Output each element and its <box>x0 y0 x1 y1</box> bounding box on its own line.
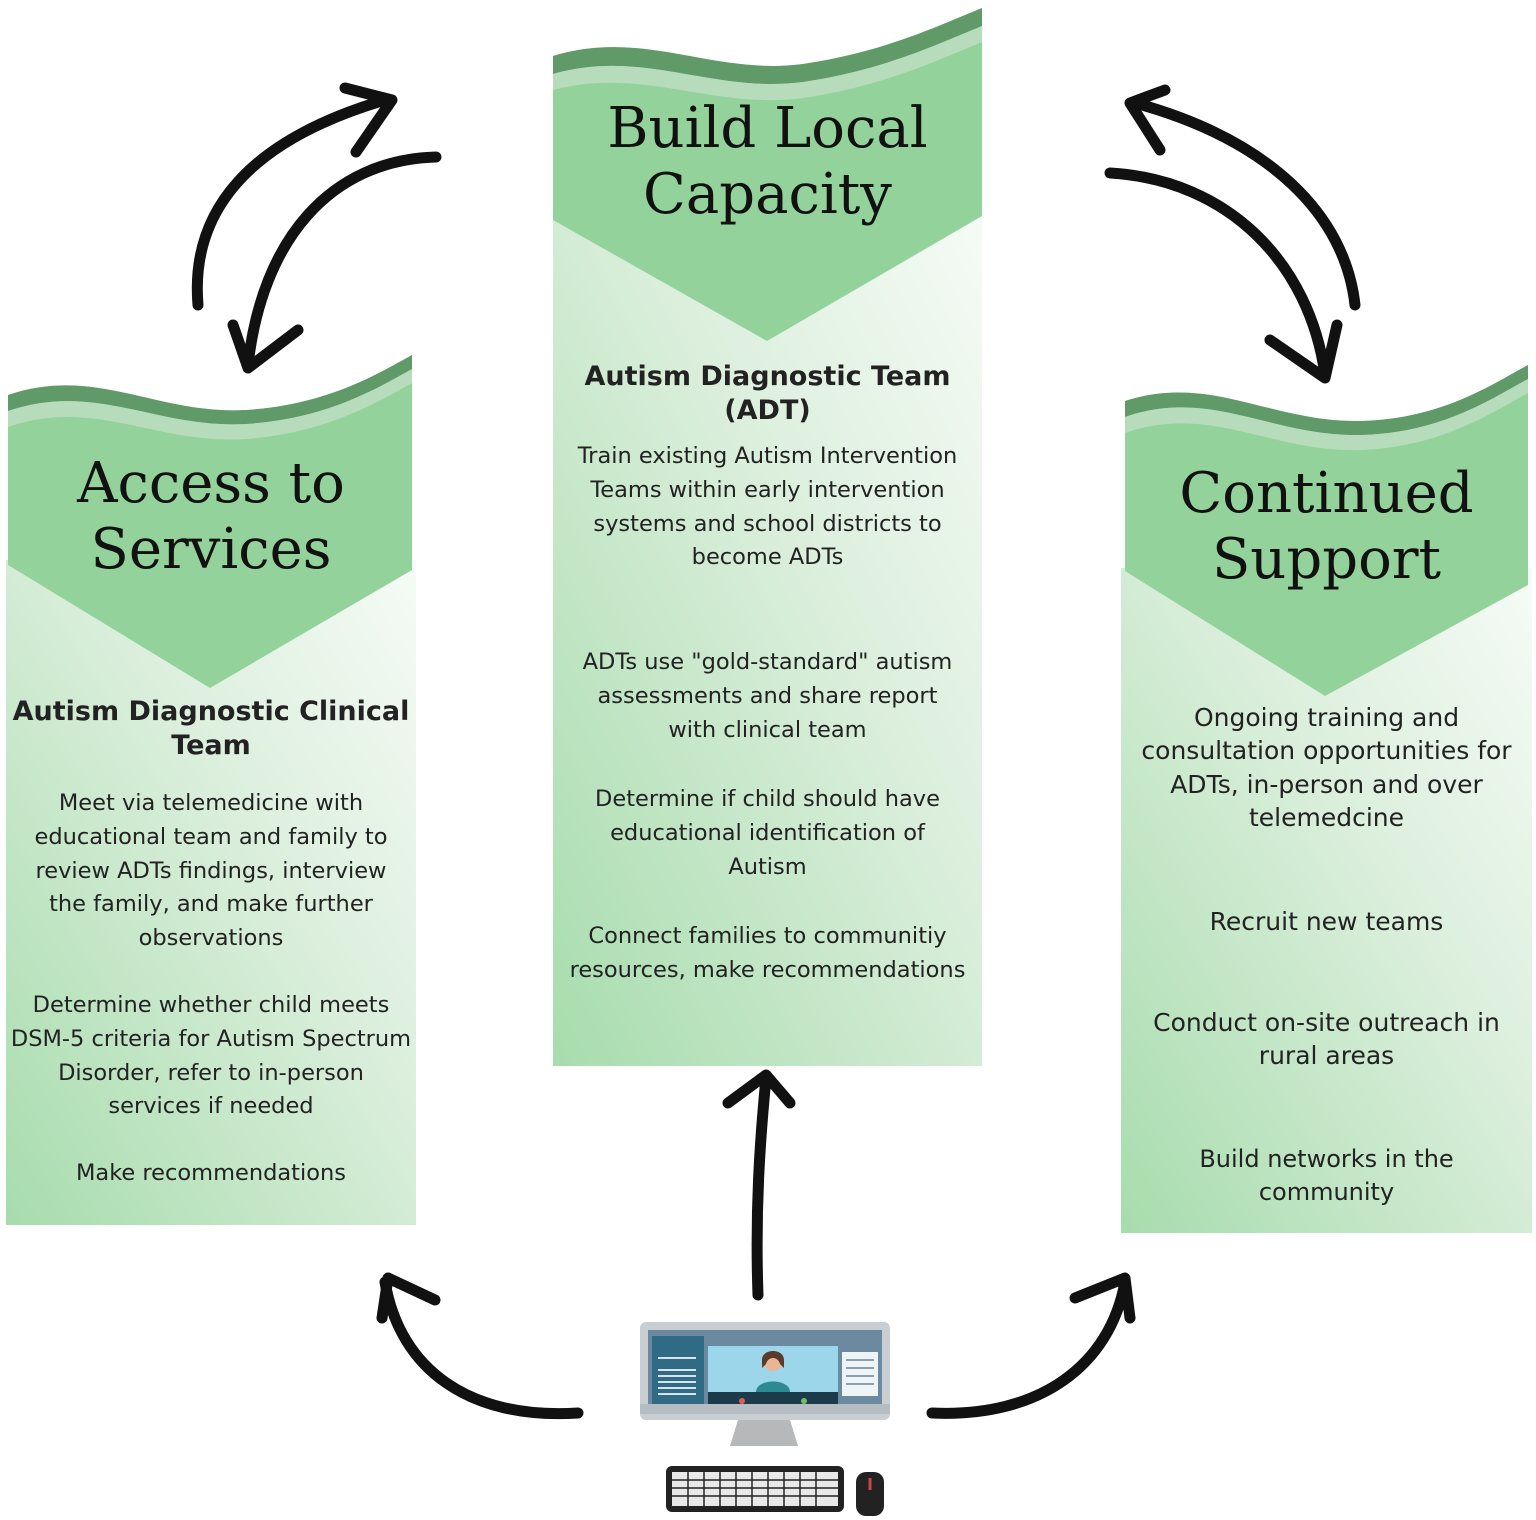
title-line-2: Support <box>1211 527 1442 593</box>
panel-item: Determine if child should have education… <box>595 786 940 880</box>
panel-continued-support: Continued Support Ongoing training and c… <box>1121 363 1532 1233</box>
panel-subtitle: Autism Diagnostic Team (ADT) <box>584 361 951 427</box>
arrow-right-top-outer-head <box>1124 84 1171 156</box>
panel-item: Train existing Autism Intervention Teams… <box>577 443 958 571</box>
arrow-right-top-inner-head <box>1264 319 1343 384</box>
arrow-right-top-outer <box>1129 97 1361 311</box>
title-line-1: Build Local <box>607 96 928 161</box>
mouse-icon <box>856 1472 884 1516</box>
arrow-center-up <box>751 1072 772 1301</box>
telemedicine-computer-icon <box>640 1322 890 1516</box>
panel-item: Recruit new teams <box>1209 907 1444 936</box>
keyboard-icon <box>666 1466 844 1512</box>
panel-access-to-services: Access to Services Autism Diagnostic Cli… <box>6 355 416 1225</box>
arrow-right-top-inner <box>1104 167 1331 381</box>
panel-item: Connect families to communitiy resources… <box>569 923 966 983</box>
arrow-left-top-inner-head <box>227 319 304 374</box>
title-line-2: Capacity <box>643 162 892 228</box>
panel-item: Ongoing training and consultation opport… <box>1141 703 1512 832</box>
arrow-left-top-outer <box>191 94 391 311</box>
panel-background <box>553 8 982 1066</box>
panel-subtitle: Autism Diagnostic Clinical Team <box>12 696 410 762</box>
panel-item: Build networks in the community <box>1199 1145 1454 1207</box>
arrow-bottom-left-head <box>376 1272 441 1324</box>
panel-title: Access to Services <box>6 451 416 583</box>
arrow-left-top-inner <box>242 151 442 371</box>
panel-item: Make recommendations <box>76 1160 346 1186</box>
panel-item: Determine whether child meets DSM-5 crit… <box>10 992 412 1120</box>
panel-background <box>6 355 416 1225</box>
arrow-left-top-outer-head <box>339 82 398 158</box>
title-line-1: Continued <box>1179 461 1474 526</box>
panel-item: Meet via telemedicine with educational t… <box>34 790 388 951</box>
panel-item: Conduct on-site outreach in rural areas <box>1153 1008 1500 1071</box>
arrow-bottom-right-head <box>1069 1272 1136 1324</box>
title-line-1: Access to <box>77 451 345 516</box>
panel-title: Build Local Capacity <box>553 96 982 228</box>
arrow-bottom-right <box>926 1276 1131 1419</box>
panel-background <box>1121 365 1532 1233</box>
arrow-bottom-left <box>379 1276 584 1420</box>
panel-build-local-capacity: Build Local Capacity Autism Diagnostic T… <box>553 8 982 1066</box>
arrow-center-up-head <box>722 1069 796 1109</box>
panel-item: ADTs use "gold-standard" autism assessme… <box>582 649 953 743</box>
title-line-2: Services <box>90 517 332 583</box>
panel-title: Continued Support <box>1121 461 1532 593</box>
